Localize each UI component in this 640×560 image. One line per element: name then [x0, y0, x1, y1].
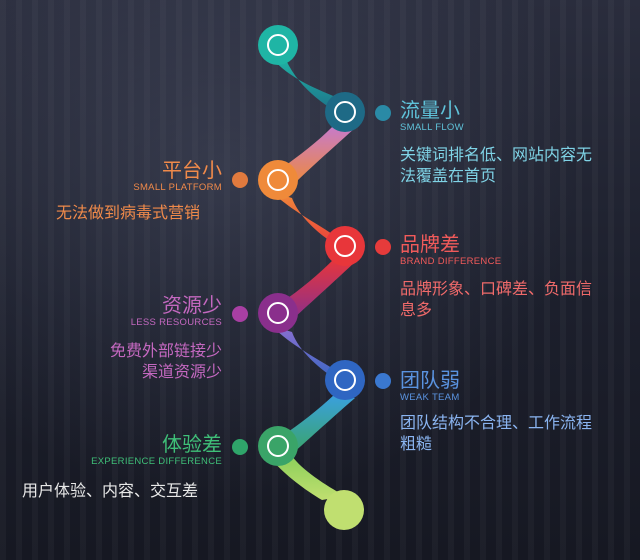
label-resources: 资源少 LESS RESOURCES	[131, 293, 222, 329]
desc-line: 品牌形象、口碑差、负面信	[400, 279, 593, 298]
connector	[282, 258, 355, 320]
title-flow: 流量小	[400, 98, 460, 122]
desc-line: 关键词排名低、网站内容无	[400, 145, 593, 164]
desc-line: 粗糙	[400, 434, 433, 453]
desc-line: 团队结构不合理、工作流程	[400, 413, 593, 432]
title-brand: 品牌差	[400, 232, 460, 256]
node-flow	[325, 92, 365, 132]
title-experience: 体验差	[162, 432, 222, 456]
title-team: 团队弱	[400, 368, 460, 392]
title-resources: 资源少	[162, 293, 222, 317]
node-brand	[325, 226, 365, 266]
bullet-flow	[375, 105, 391, 121]
desc-line: 法覆盖在首页	[400, 166, 497, 185]
label-flow: 流量小 SMALL FLOW	[400, 98, 464, 134]
bullet-team	[375, 373, 391, 389]
desc-team: 团队结构不合理、工作流程 粗糙	[400, 412, 592, 454]
node-experience	[258, 426, 298, 466]
desc-resources: 免费外部链接少 渠道资源少	[110, 340, 222, 382]
desc-brand: 品牌形象、口碑差、负面信 息多	[400, 278, 592, 320]
subtitle-resources: LESS RESOURCES	[130, 317, 222, 328]
node-platform	[258, 160, 298, 200]
subtitle-experience: EXPERIENCE DIFFERENCE	[91, 456, 222, 467]
connector	[282, 124, 355, 186]
title-platform: 平台小	[162, 158, 222, 182]
bullet-experience	[232, 439, 248, 455]
bullet-platform	[232, 172, 248, 188]
label-team: 团队弱 WEAK TEAM	[400, 368, 460, 404]
node-resources	[258, 293, 298, 333]
label-platform: 平台小 SMALL PLATFORM	[133, 158, 222, 194]
subtitle-team: WEAK TEAM	[400, 392, 460, 403]
label-experience: 体验差 EXPERIENCE DIFFERENCE	[91, 432, 222, 468]
label-brand: 品牌差 BRAND DIFFERENCE	[400, 232, 501, 268]
desc-line: 免费外部链接少	[109, 341, 222, 360]
node-top	[258, 25, 298, 65]
desc-flow: 关键词排名低、网站内容无 法覆盖在首页	[400, 144, 592, 186]
connector	[282, 394, 355, 454]
subtitle-flow: SMALL FLOW	[400, 122, 464, 133]
desc-experience: 用户体验、内容、交互差	[22, 481, 199, 500]
desc-platform: 无法做到病毒式营销	[56, 203, 201, 222]
bullet-resources	[232, 306, 248, 322]
desc-line: 渠道资源少	[141, 362, 222, 381]
connector	[272, 456, 345, 500]
bullet-brand	[375, 239, 391, 255]
subtitle-brand: BRAND DIFFERENCE	[400, 256, 502, 267]
node-tail	[324, 490, 364, 530]
node-team	[325, 360, 365, 400]
desc-line: 息多	[400, 300, 433, 319]
subtitle-platform: SMALL PLATFORM	[133, 182, 222, 193]
